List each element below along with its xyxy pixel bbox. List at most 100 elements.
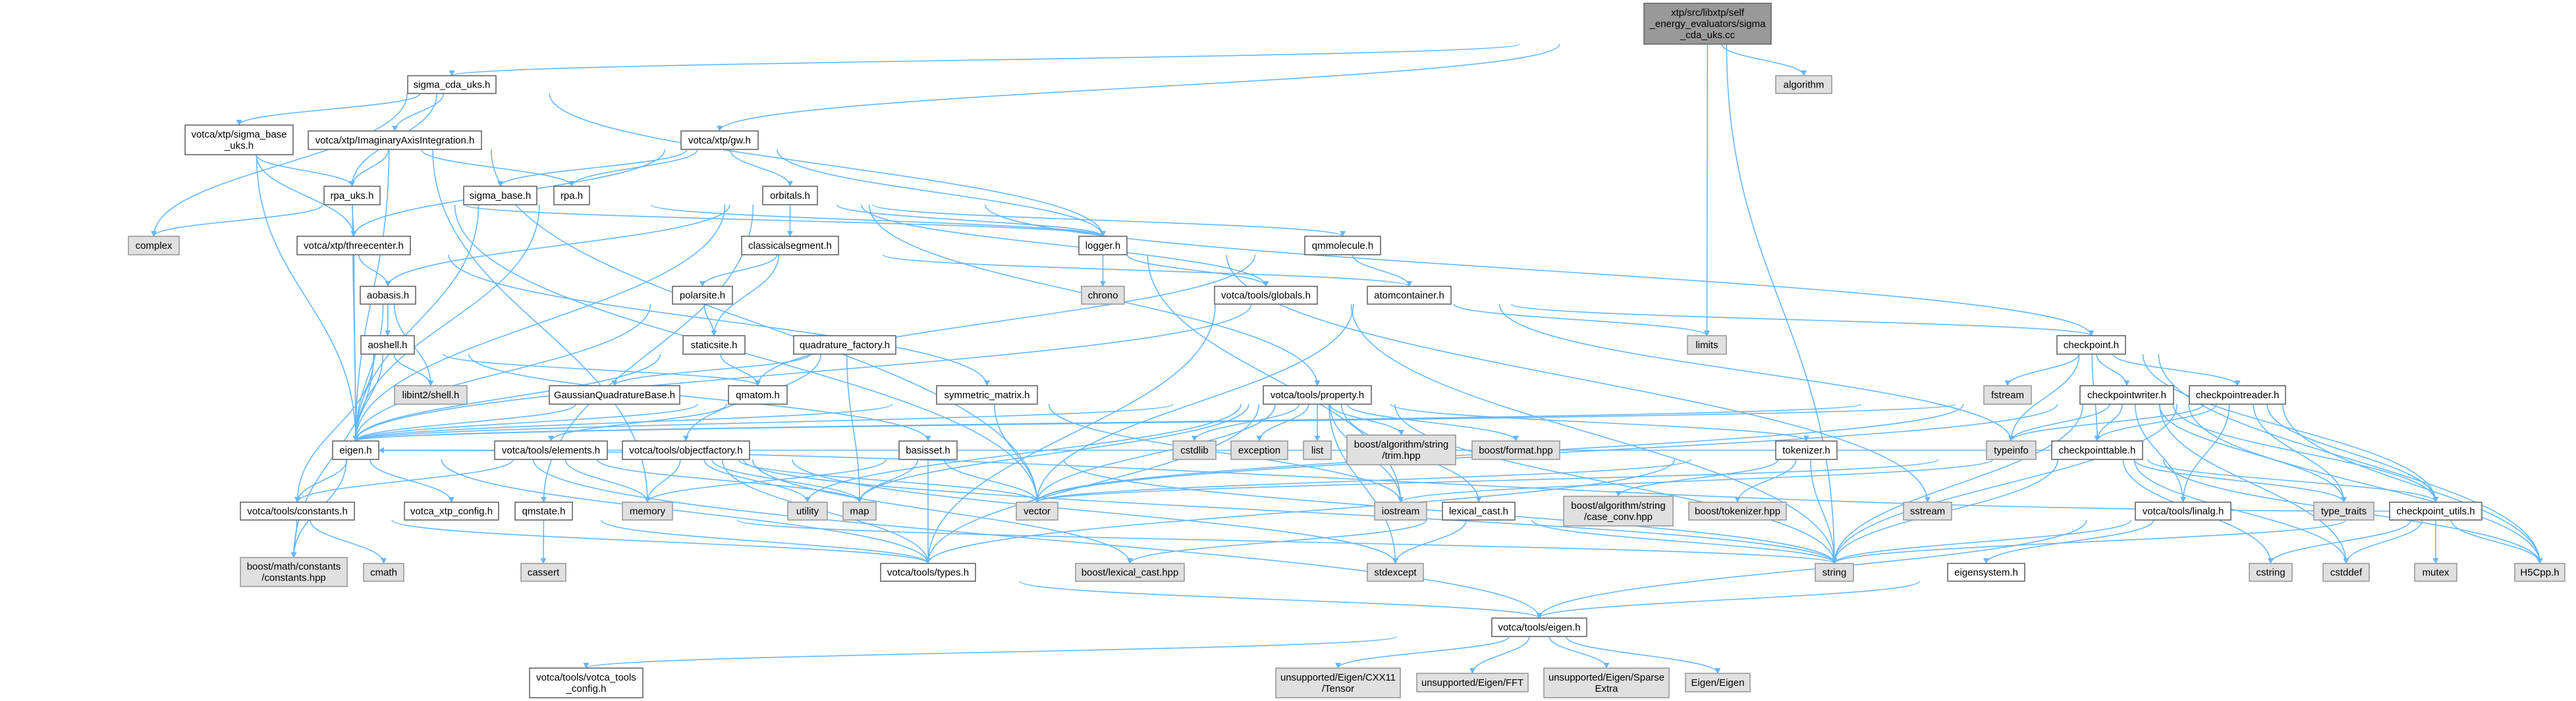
node-complex[interactable]: complex — [128, 236, 180, 255]
node-votca-tools-votca-tools-config-h[interactable]: votca/tools/votca_tools_config.h — [529, 667, 644, 698]
node-map[interactable]: map — [842, 502, 877, 521]
node-unsupported-eigen-fft[interactable]: unsupported/Eigen/FFT — [1416, 673, 1529, 692]
node-exception[interactable]: exception — [1230, 440, 1288, 460]
node-algorithm[interactable]: algorithm — [1775, 75, 1832, 94]
node-type-traits[interactable]: type_traits — [2313, 502, 2374, 521]
node-rpa-uks-h[interactable]: rpa_uks.h — [323, 186, 381, 205]
node-label: symmetric_matrix.h — [944, 390, 1029, 401]
node-votca-xtp-threecenter-h[interactable]: votca/xtp/threecenter.h — [296, 236, 411, 255]
node-classicalsegment-h[interactable]: classicalsegment.h — [741, 236, 839, 255]
node-votca-tools-property-h[interactable]: votca/tools/property.h — [1263, 385, 1372, 405]
node-cstddef[interactable]: cstddef — [2322, 563, 2370, 582]
node-utility[interactable]: utility — [787, 502, 828, 521]
edge-polarsite-to-staticsite — [703, 303, 717, 336]
node-cstdlib[interactable]: cstdlib — [1172, 440, 1217, 460]
node-quadrature-factory-h[interactable]: quadrature_factory.h — [793, 335, 896, 355]
edge-tokenizer-to-types — [925, 459, 1676, 564]
node-sigma-base-h[interactable]: sigma_base.h — [463, 186, 537, 205]
node-votca-xtp-gw-h[interactable]: votca/xtp/gw.h — [680, 130, 759, 150]
node-cstring[interactable]: cstring — [2249, 563, 2293, 582]
node-libint2-shell-h[interactable]: libint2/shell.h — [394, 385, 468, 405]
node-checkpoint-h[interactable]: checkpoint.h — [2056, 335, 2126, 355]
node-chrono[interactable]: chrono — [1081, 286, 1125, 305]
node-box — [553, 186, 590, 205]
node-boost-algorithm-string-trim-hpp[interactable]: boost/algorithm/string/trim.hpp — [1346, 434, 1456, 465]
edge-aoshell-to-eigen — [352, 353, 384, 442]
edge-logger-to-globals — [1126, 254, 1269, 287]
node-staticsite-h[interactable]: staticsite.h — [682, 335, 746, 355]
node-boost-tokenizer-hpp[interactable]: boost/tokenizer.hpp — [1688, 502, 1787, 521]
node-basisset-h[interactable]: basisset.h — [898, 440, 958, 460]
node-box — [1230, 440, 1288, 460]
node-eigensystem-h[interactable]: eigensystem.h — [1947, 563, 2025, 582]
node-qmmolecule-h[interactable]: qmmolecule.h — [1304, 236, 1381, 255]
node-votca-tools-objectfactory-h[interactable]: votca/tools/objectfactory.h — [622, 440, 750, 460]
node-aobasis-h[interactable]: aobasis.h — [360, 286, 416, 305]
node-box — [898, 440, 958, 460]
node-mutex[interactable]: mutex — [2414, 563, 2457, 582]
edge-imag-to-rpa — [420, 149, 575, 187]
node-votca-tools-eigen-h[interactable]: votca/tools/eigen.h — [1491, 617, 1587, 637]
node-boost-algorithm-string-case-conv-hpp[interactable]: boost/algorithm/string/case_conv.hpp — [1563, 496, 1674, 527]
node-polarsite-h[interactable]: polarsite.h — [672, 286, 733, 305]
node-votca-tools-linalg-h[interactable]: votca/tools/linalg.h — [2135, 502, 2232, 521]
node-atomcontainer-h[interactable]: atomcontainer.h — [1367, 286, 1452, 305]
node-tokenizer-h[interactable]: tokenizer.h — [1775, 440, 1838, 460]
node-typeinfo[interactable]: typeinfo — [1986, 440, 2037, 460]
node-cmath[interactable]: cmath — [363, 563, 404, 582]
node-box — [1078, 236, 1128, 255]
node-votca-tools-constants-h[interactable]: votca/tools/constants.h — [240, 502, 355, 521]
node-aoshell-h[interactable]: aoshell.h — [360, 335, 415, 355]
node-sstream[interactable]: sstream — [1903, 502, 1952, 521]
node-qmatom-h[interactable]: qmatom.h — [728, 385, 788, 405]
node-checkpointtable-h[interactable]: checkpointtable.h — [2051, 440, 2143, 460]
node-votca-tools-globals-h[interactable]: votca/tools/globals.h — [1214, 286, 1318, 305]
node-string[interactable]: string — [1815, 563, 1854, 582]
node-limits[interactable]: limits — [1687, 335, 1727, 355]
node-eigen-h[interactable]: eigen.h — [332, 440, 379, 460]
node-checkpointwriter-h[interactable]: checkpointwriter.h — [2079, 385, 2174, 405]
node-fstream[interactable]: fstream — [1983, 385, 2032, 405]
node-orbitals-h[interactable]: orbitals.h — [762, 186, 818, 205]
node-label: boost/lexical_cast.hpp — [1082, 567, 1179, 579]
node-label: eigen.h — [339, 445, 371, 456]
node-sigma-cda-uks-h[interactable]: sigma_cda_uks.h — [407, 75, 497, 94]
node-eigen-eigen[interactable]: Eigen/Eigen — [1685, 673, 1751, 692]
node-votca-xtp-imaginaryaxisintegration-h[interactable]: votca/xtp/ImaginaryAxisIntegration.h — [308, 130, 482, 150]
node-boost-lexical-cast-hpp[interactable]: boost/lexical_cast.hpp — [1075, 563, 1185, 582]
node-label: type_traits — [2321, 506, 2367, 517]
node-checkpointreader-h[interactable]: checkpointreader.h — [2189, 385, 2286, 405]
edge-atomcontainer-to-typeinfo — [1498, 303, 2014, 442]
node-unsupported-eigen-cxx11-tensor[interactable]: unsupported/Eigen/CXX11/Tensor — [1275, 667, 1401, 698]
node-list[interactable]: list — [1303, 440, 1332, 460]
node-h5cpp-h[interactable]: H5Cpp.h — [2514, 563, 2565, 582]
node-logger-h[interactable]: logger.h — [1078, 236, 1128, 255]
edge-linalg-to-toolseigen — [1536, 519, 2087, 619]
node-iostream[interactable]: iostream — [1374, 502, 1427, 521]
node-boost-math-constants-constants-hpp[interactable]: boost/math/constants/constants.hpp — [240, 557, 348, 587]
node-memory[interactable]: memory — [622, 502, 673, 521]
node-checkpoint-utils-h[interactable]: checkpoint_utils.h — [2389, 502, 2482, 521]
node-lexical-cast-h[interactable]: lexical_cast.h — [1442, 502, 1516, 521]
node-rpa-h[interactable]: rpa.h — [553, 186, 590, 205]
edge-toolseigen-to-toolsconfig — [583, 636, 1397, 669]
node-box — [2135, 502, 2232, 521]
node-gaussianquadraturebase-h[interactable]: GaussianQuadratureBase.h — [549, 385, 680, 405]
node-box — [2313, 502, 2374, 521]
node-votca-tools-elements-h[interactable]: votca/tools/elements.h — [494, 440, 608, 460]
node-vector[interactable]: vector — [1016, 502, 1058, 521]
node-qmstate-h[interactable]: qmstate.h — [514, 502, 573, 521]
node-votca-xtp-config-h[interactable]: votca_xtp_config.h — [404, 502, 499, 521]
node-stdexcept[interactable]: stdexcept — [1367, 563, 1424, 582]
node-cassert[interactable]: cassert — [520, 563, 566, 582]
node-box — [1643, 3, 1772, 45]
node-box — [680, 130, 759, 150]
node-boost-format-hpp[interactable]: boost/format.hpp — [1471, 440, 1560, 460]
node-label: _cda_uks.cc — [1680, 30, 1736, 41]
node-symmetric-matrix-h[interactable]: symmetric_matrix.h — [936, 385, 1038, 405]
node-votca-xtp-sigma-base-uks-h[interactable]: votca/xtp/sigma_base_uks.h — [184, 124, 294, 155]
node-xtp-src-libxtp-self-energy-evaluators-sigma-cda-uks-cc[interactable]: xtp/src/libxtp/self_energy_evaluators/si… — [1643, 3, 1772, 45]
node-votca-tools-types-h[interactable]: votca/tools/types.h — [880, 563, 976, 582]
node-box — [2389, 502, 2482, 521]
